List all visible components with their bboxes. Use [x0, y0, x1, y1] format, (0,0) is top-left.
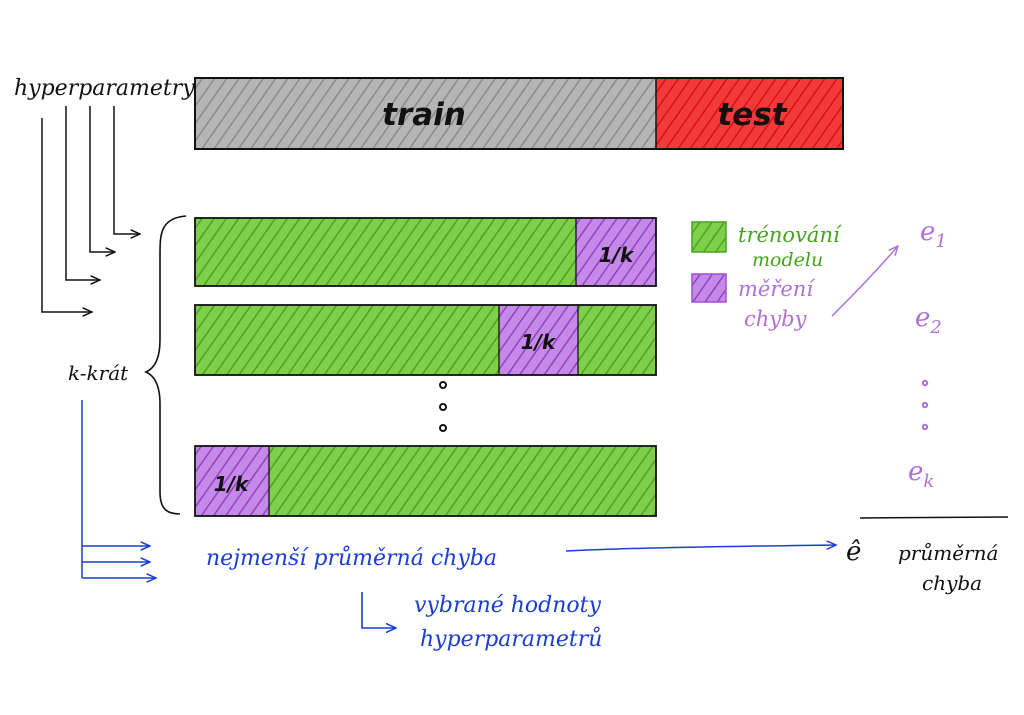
test-block: [656, 78, 843, 149]
error-ek: ek: [908, 457, 934, 492]
fold-row-1: 1/k: [194, 217, 657, 287]
chosen-values-line2: hyperparametrů: [420, 625, 602, 652]
split-outline: [194, 77, 844, 150]
selection-flow: nejmenší průměrná chyba vybrané hodnoty …: [81, 400, 836, 652]
legend-training-line1: trénování: [738, 223, 842, 247]
mean-error-line1: průměrná: [898, 541, 998, 565]
hyper-arrow-4: [113, 106, 140, 234]
train-label: train: [382, 97, 466, 133]
chosen-values-line1: vybrané hodnoty: [414, 593, 602, 618]
fold2-train-left: [195, 305, 499, 375]
hyper-arrow-2: [65, 106, 100, 280]
lowest-error-label: nejmenší průměrná chyba: [206, 544, 497, 571]
mean-error-line2: chyba: [922, 571, 982, 595]
ellipsis-dot-3: [439, 424, 447, 432]
errors-dot-3: [921, 423, 929, 431]
fold2-train-right: [578, 305, 656, 375]
legend-training-swatch: [691, 221, 727, 253]
kfold-brace: [144, 215, 187, 515]
kfold-brace-group: k-krát: [68, 215, 187, 515]
kfold-label: k-krát: [68, 361, 129, 385]
fold1-eval: [576, 218, 656, 286]
fold1-train: [195, 218, 576, 286]
sum-line: [859, 516, 1009, 519]
mean-to-lowest-arrow: [565, 545, 836, 552]
fold2-label: 1/k: [521, 330, 557, 354]
hyper-arrow-1: [41, 118, 92, 312]
fold1-outline: [194, 217, 657, 287]
fold-ellipsis: [439, 381, 447, 432]
hyperparameters-group: hyperparametry: [14, 76, 195, 312]
legend: trénování modelu měření chyby: [691, 221, 898, 331]
fold-row-2: 1/k: [194, 304, 657, 376]
hyper-arrow-3: [89, 106, 115, 252]
errors-dot-2: [921, 401, 929, 409]
chosen-values-arrow: [361, 592, 396, 628]
fold2-eval: [499, 305, 578, 375]
legend-eval-line1: měření: [738, 277, 815, 301]
legend-eval-line2: chyby: [744, 307, 808, 331]
fold-errors: e1 e2 ek: [859, 217, 1009, 519]
legend-eval-swatch: [691, 273, 727, 303]
train-test-split: train test: [194, 77, 844, 150]
legend-training-line2: modelu: [752, 249, 823, 271]
error-e1: e1: [920, 217, 947, 252]
fold-row-k: 1/k: [194, 445, 657, 517]
mean-error-symbol: ê: [846, 537, 861, 567]
fold1-label: 1/k: [599, 243, 635, 267]
train-block: [195, 78, 656, 149]
legend-to-errors-arrow: [831, 246, 898, 317]
errors-dot-1: [921, 379, 929, 387]
foldk-eval: [195, 446, 269, 516]
hyperparameters-label: hyperparametry: [14, 76, 195, 101]
fold2-outline: [194, 304, 657, 376]
ellipsis-dot-1: [439, 381, 447, 389]
mean-error: ê průměrná chyba: [846, 537, 998, 595]
ellipsis-dot-2: [439, 403, 447, 411]
foldk-outline: [194, 445, 657, 517]
foldk-label: 1/k: [214, 472, 250, 496]
error-e2: e2: [915, 303, 942, 338]
foldk-train: [269, 446, 656, 516]
test-label: test: [717, 97, 787, 133]
